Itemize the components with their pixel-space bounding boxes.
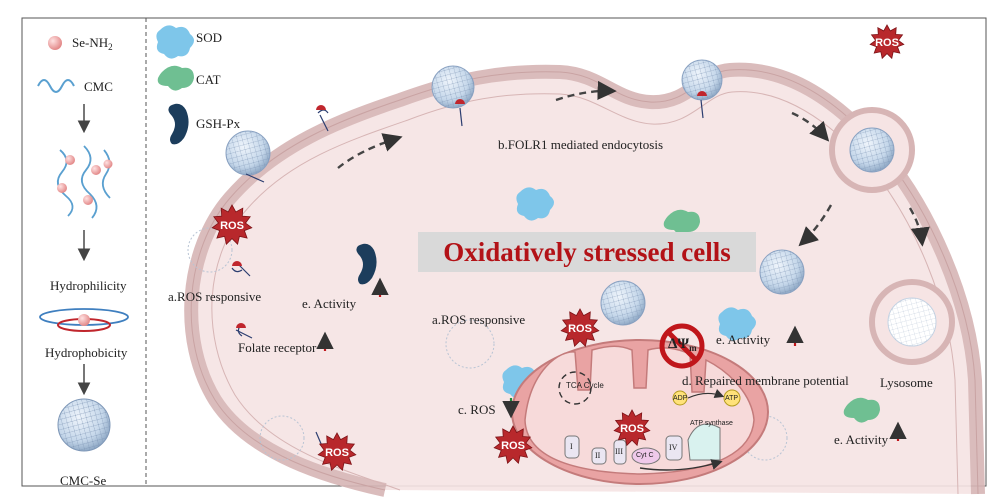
- cat-right-icon: [843, 397, 880, 423]
- endocytosis-label: b.FOLR1 mediated endocytosis: [498, 137, 664, 152]
- cmc-chain-icon: [37, 79, 75, 93]
- ros-layer: ROS ROS ROS ROS ROS ROS: [211, 24, 905, 471]
- ros-responsive-label-mito: a.ROS responsive: [432, 312, 526, 327]
- tca-cycle-label: TCA Cycle: [566, 381, 604, 390]
- endocytosis-path: [337, 80, 930, 247]
- cmc-se-conjugate-icon: [56, 145, 113, 219]
- gsh-px-cytosol-icon: [356, 243, 377, 285]
- membrane-potential-label: d. Repaired membrane potential: [682, 373, 849, 388]
- legend-cmc-label: CMC: [84, 79, 113, 94]
- gsh-px-label: GSH-Px: [196, 116, 241, 131]
- legend-cmc-se-label: CMC-Se: [60, 473, 107, 488]
- folate-receptor-label: Folate receptor: [238, 340, 317, 355]
- se-nh2-bead-icon: [48, 36, 62, 50]
- ros-label: ROS: [325, 447, 349, 459]
- ros-star-3: ROS: [317, 432, 357, 471]
- activity-arrows: [316, 277, 907, 441]
- ros-star-1: ROS: [869, 24, 905, 60]
- atp-label: ATP: [725, 395, 739, 402]
- sod-mito-icon: [718, 307, 756, 341]
- activity-right-label: e. Activity: [834, 432, 889, 447]
- lysosome: [869, 279, 955, 365]
- cyt-c-label: Cyt C: [636, 452, 654, 459]
- amphiphilic-assembly-icon: [39, 308, 129, 332]
- nanoparticle-released: [759, 249, 805, 295]
- ros-decrease-label: c. ROS: [458, 402, 496, 417]
- cat-label: CAT: [196, 72, 221, 87]
- sod-legend-icon: [156, 25, 194, 59]
- legend-hydrophilicity-label: Hydrophilicity: [50, 278, 127, 293]
- ros-responsive-label-left: a.ROS responsive: [168, 289, 262, 304]
- membrane-potential-loss-icon: [659, 323, 705, 369]
- folate-receptor-heads: [232, 91, 707, 328]
- legend-se-nh2-label: Se-NH2: [72, 35, 113, 52]
- ros-star-6: ROS: [613, 409, 651, 447]
- ros-label: ROS: [501, 440, 525, 452]
- nanoparticle-membrane-left: [225, 130, 271, 176]
- ros-star-4: ROS: [560, 308, 600, 347]
- complex-ii-label: II: [595, 451, 601, 460]
- atp-synthase-label: ATP synthase: [690, 420, 733, 427]
- adp-label: ADP: [673, 395, 688, 402]
- nanoparticle-entering: [431, 65, 475, 109]
- ros-label: ROS: [568, 323, 592, 335]
- activity-mito-label: e. Activity: [716, 332, 771, 347]
- ros-label: ROS: [620, 423, 644, 435]
- complex-iv-label: IV: [669, 443, 678, 452]
- ros-label: ROS: [220, 220, 244, 232]
- sod-cytosol-icon: [516, 187, 554, 221]
- cat-legend-icon: [157, 65, 194, 91]
- nanoparticle-pit: [681, 59, 723, 101]
- ros-star-5: ROS: [493, 425, 533, 464]
- mitochondrion: [511, 339, 769, 485]
- ros-label: ROS: [875, 37, 899, 49]
- activity-cytosol-label: e. Activity: [302, 296, 357, 311]
- nanoparticle-on-mito: [600, 280, 646, 326]
- delta-psi-label: ΔΨm: [668, 336, 697, 353]
- legend-hydrophobicity-label: Hydrophobicity: [45, 345, 128, 360]
- complex-iii-label: III: [615, 447, 623, 456]
- complex-i-label: I: [570, 442, 573, 451]
- title-text: Oxidatively stressed cells: [443, 236, 731, 267]
- ros-star-2: ROS: [211, 204, 253, 245]
- cmc-se-nanoparticle-icon: [57, 398, 111, 452]
- gsh-px-legend-icon: [168, 103, 189, 145]
- sod-label: SOD: [196, 30, 223, 45]
- lysosome-label: Lysosome: [880, 375, 933, 390]
- cat-cytosol-icon: [663, 209, 700, 235]
- endosome: [829, 107, 915, 193]
- title-banner: Oxidatively stressed cells: [418, 232, 756, 272]
